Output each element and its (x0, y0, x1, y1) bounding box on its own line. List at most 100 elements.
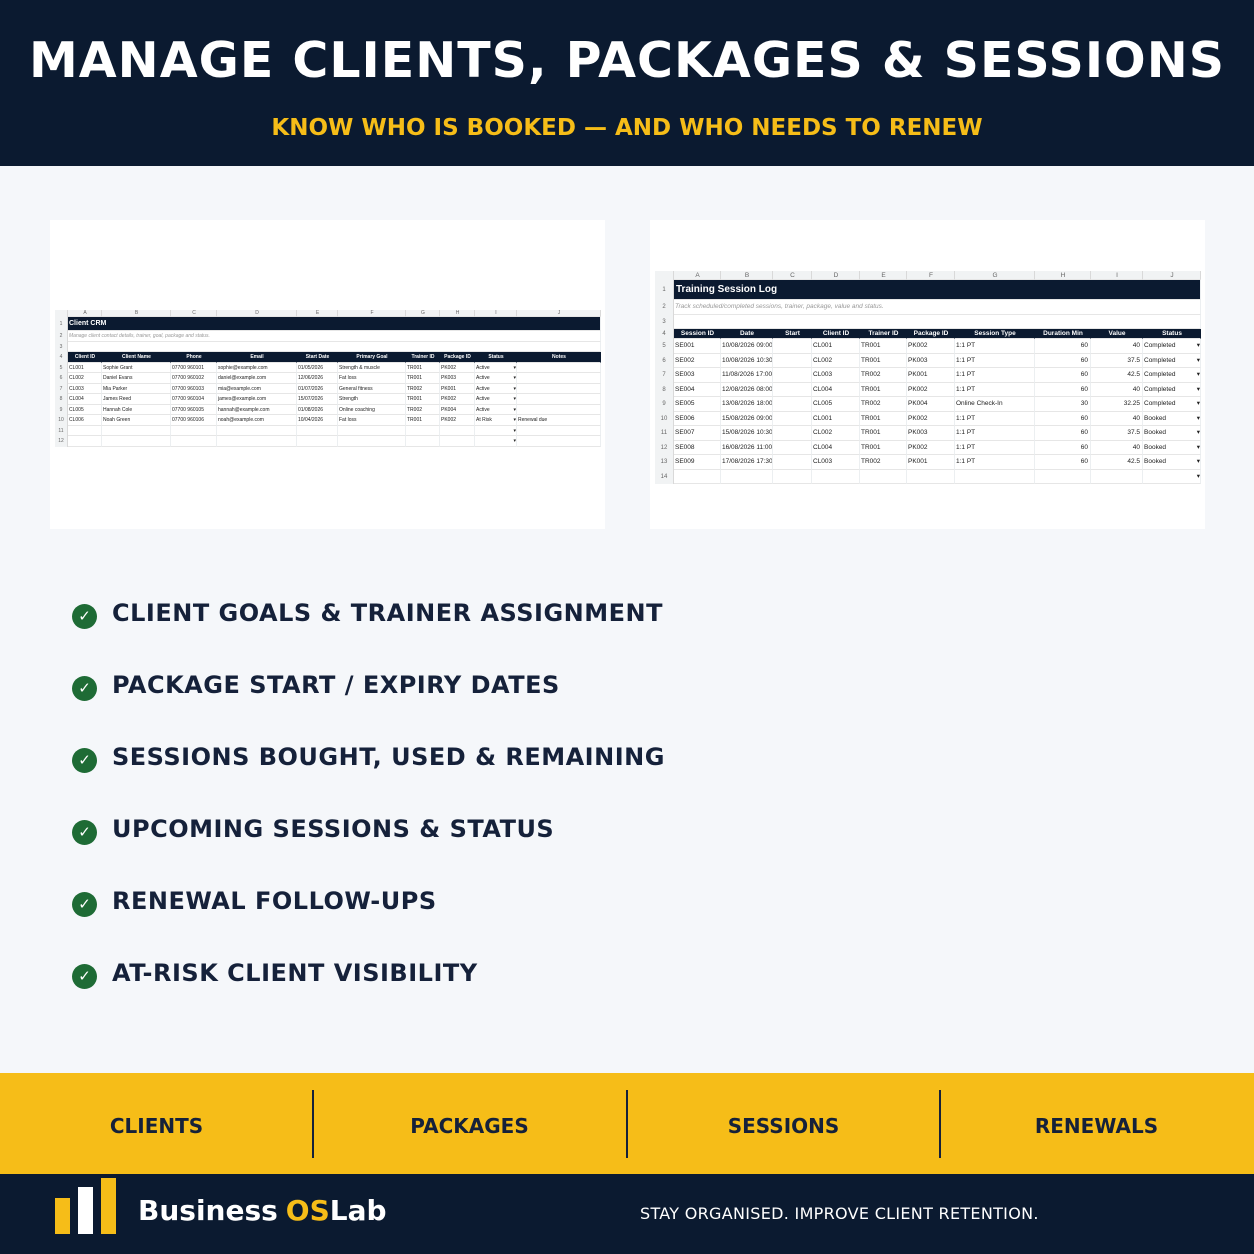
empty-cell (406, 436, 440, 447)
column-letter: D (812, 271, 860, 280)
column-header: Start Date (297, 352, 338, 363)
dropdown-arrow-icon[interactable]: ▾ (513, 406, 516, 413)
column-letter: B (721, 271, 773, 280)
row-number: 12 (55, 436, 68, 447)
table-cell: 40 (1091, 411, 1143, 426)
dropdown-arrow-icon[interactable]: ▾ (513, 375, 516, 381)
table-cell: General fitness (338, 383, 406, 394)
row-number: 9 (655, 397, 674, 412)
dropdown-arrow-icon[interactable]: ▾ (513, 396, 516, 402)
dropdown-arrow-icon[interactable]: ▾ (513, 385, 516, 392)
table-cell: PK002 (907, 411, 955, 426)
table-cell: SE003 (674, 368, 721, 383)
category-label: CLIENTS (109, 1114, 204, 1138)
category-divider (939, 1090, 941, 1158)
dropdown-arrow-icon[interactable]: ▾ (1196, 385, 1200, 393)
status-dropdown[interactable]: Active▾ (475, 362, 517, 373)
status-dropdown[interactable]: Booked ▾ (1143, 440, 1201, 455)
column-header: Package ID (440, 352, 475, 363)
feature-item: ✓RENEWAL FOLLOW-UPS (72, 884, 772, 924)
dropdown-arrow-icon[interactable]: ▾ (1196, 371, 1200, 378)
status-value: Booked (1144, 443, 1167, 451)
row-number: 2 (55, 331, 68, 342)
empty-cell (812, 469, 860, 484)
dropdown-arrow-icon[interactable]: ▾ (1196, 400, 1200, 407)
table-cell: 42.5 (1091, 368, 1143, 383)
table-cell: PK001 (907, 455, 955, 470)
status-dropdown[interactable]: Booked▾ (1143, 426, 1201, 441)
table-cell: CL005 (812, 397, 860, 412)
table-cell: TR002 (406, 404, 440, 415)
status-dropdown[interactable]: Booked ▾ (1143, 455, 1201, 470)
empty-cell (171, 425, 217, 436)
status-dropdown[interactable]: Completed ▾ (1143, 382, 1201, 397)
table-cell: 15/08/2026 10:30 (721, 426, 773, 441)
table-cell: 10/04/2026 (297, 415, 338, 426)
table-cell: PK001 (440, 383, 475, 394)
table-cell: Strength & muscle (338, 362, 406, 373)
table-cell: 10/08/2026 09:00 (721, 339, 773, 354)
column-header: Date (721, 329, 773, 339)
status-dropdown[interactable]: Completed▾ (1143, 397, 1201, 412)
dropdown-arrow-icon[interactable]: ▾ (513, 438, 516, 444)
sheet-subtitle: Track scheduled/completed sessions, trai… (674, 300, 1201, 315)
status-dropdown[interactable]: Booked ▾ (1143, 411, 1201, 426)
table-cell: Sophie Grant (102, 362, 171, 373)
status-dropdown[interactable]: Completed▾ (1143, 368, 1201, 383)
table-cell: CL002 (812, 353, 860, 368)
feature-item: ✓PACKAGE START / EXPIRY DATES (72, 668, 772, 708)
row-number: 13 (655, 455, 674, 470)
status-dropdown[interactable]: ▾ (475, 436, 517, 447)
dropdown-arrow-icon[interactable]: ▾ (1196, 472, 1200, 480)
feature-item: ✓CLIENT GOALS & TRAINER ASSIGNMENT (72, 596, 772, 636)
status-dropdown[interactable]: Completed▾ (1143, 339, 1201, 354)
status-dropdown[interactable]: Active ▾ (475, 394, 517, 405)
dropdown-arrow-icon[interactable]: ▾ (1196, 443, 1200, 451)
status-dropdown[interactable]: Active▾ (475, 383, 517, 394)
sheet-title: Client CRM (68, 317, 601, 331)
status-value: Booked (1144, 414, 1167, 422)
dropdown-arrow-icon[interactable]: ▾ (1196, 342, 1200, 349)
status-dropdown[interactable]: Active▾ (475, 404, 517, 415)
column-header: Status (1143, 329, 1201, 339)
row-number: 7 (55, 383, 68, 394)
status-dropdown[interactable]: ▾ (475, 425, 517, 436)
dropdown-arrow-icon[interactable]: ▾ (513, 417, 516, 423)
status-dropdown[interactable]: Completed ▾ (1143, 353, 1201, 368)
dropdown-arrow-icon[interactable]: ▾ (1196, 429, 1200, 436)
status-value: Completed (1144, 385, 1176, 393)
empty-row: 12 ▾ (55, 436, 601, 447)
dropdown-arrow-icon[interactable]: ▾ (513, 427, 516, 434)
status-value: Completed (1144, 356, 1176, 364)
empty-cell (102, 436, 171, 447)
dropdown-arrow-icon[interactable]: ▾ (513, 364, 516, 371)
status-dropdown[interactable]: ▾ (1143, 469, 1201, 484)
status-dropdown[interactable]: At Risk ▾ (475, 415, 517, 426)
table-cell: TR001 (406, 373, 440, 384)
status-dropdown[interactable]: Active▾ (475, 373, 517, 384)
table-cell: Fat loss (338, 415, 406, 426)
dropdown-arrow-icon[interactable]: ▾ (1196, 458, 1200, 465)
dropdown-arrow-icon[interactable]: ▾ (1196, 356, 1200, 364)
dropdown-arrow-icon[interactable]: ▾ (1196, 414, 1200, 422)
empty-cell (674, 469, 721, 484)
row-number: 12 (655, 440, 674, 455)
status-value: At Risk (476, 417, 492, 423)
status-value: Booked (1144, 458, 1167, 465)
row-number: 4 (55, 352, 68, 363)
status-value: Active (476, 396, 490, 402)
row-number: 5 (55, 362, 68, 373)
column-letter: A (68, 310, 102, 317)
table-cell: 30 (1035, 397, 1091, 412)
column-letter: C (171, 310, 217, 317)
column-letter: B (102, 310, 171, 317)
check-icon: ✓ (72, 748, 97, 773)
table-cell: PK003 (440, 373, 475, 384)
table-cell: 42.5 (1091, 455, 1143, 470)
